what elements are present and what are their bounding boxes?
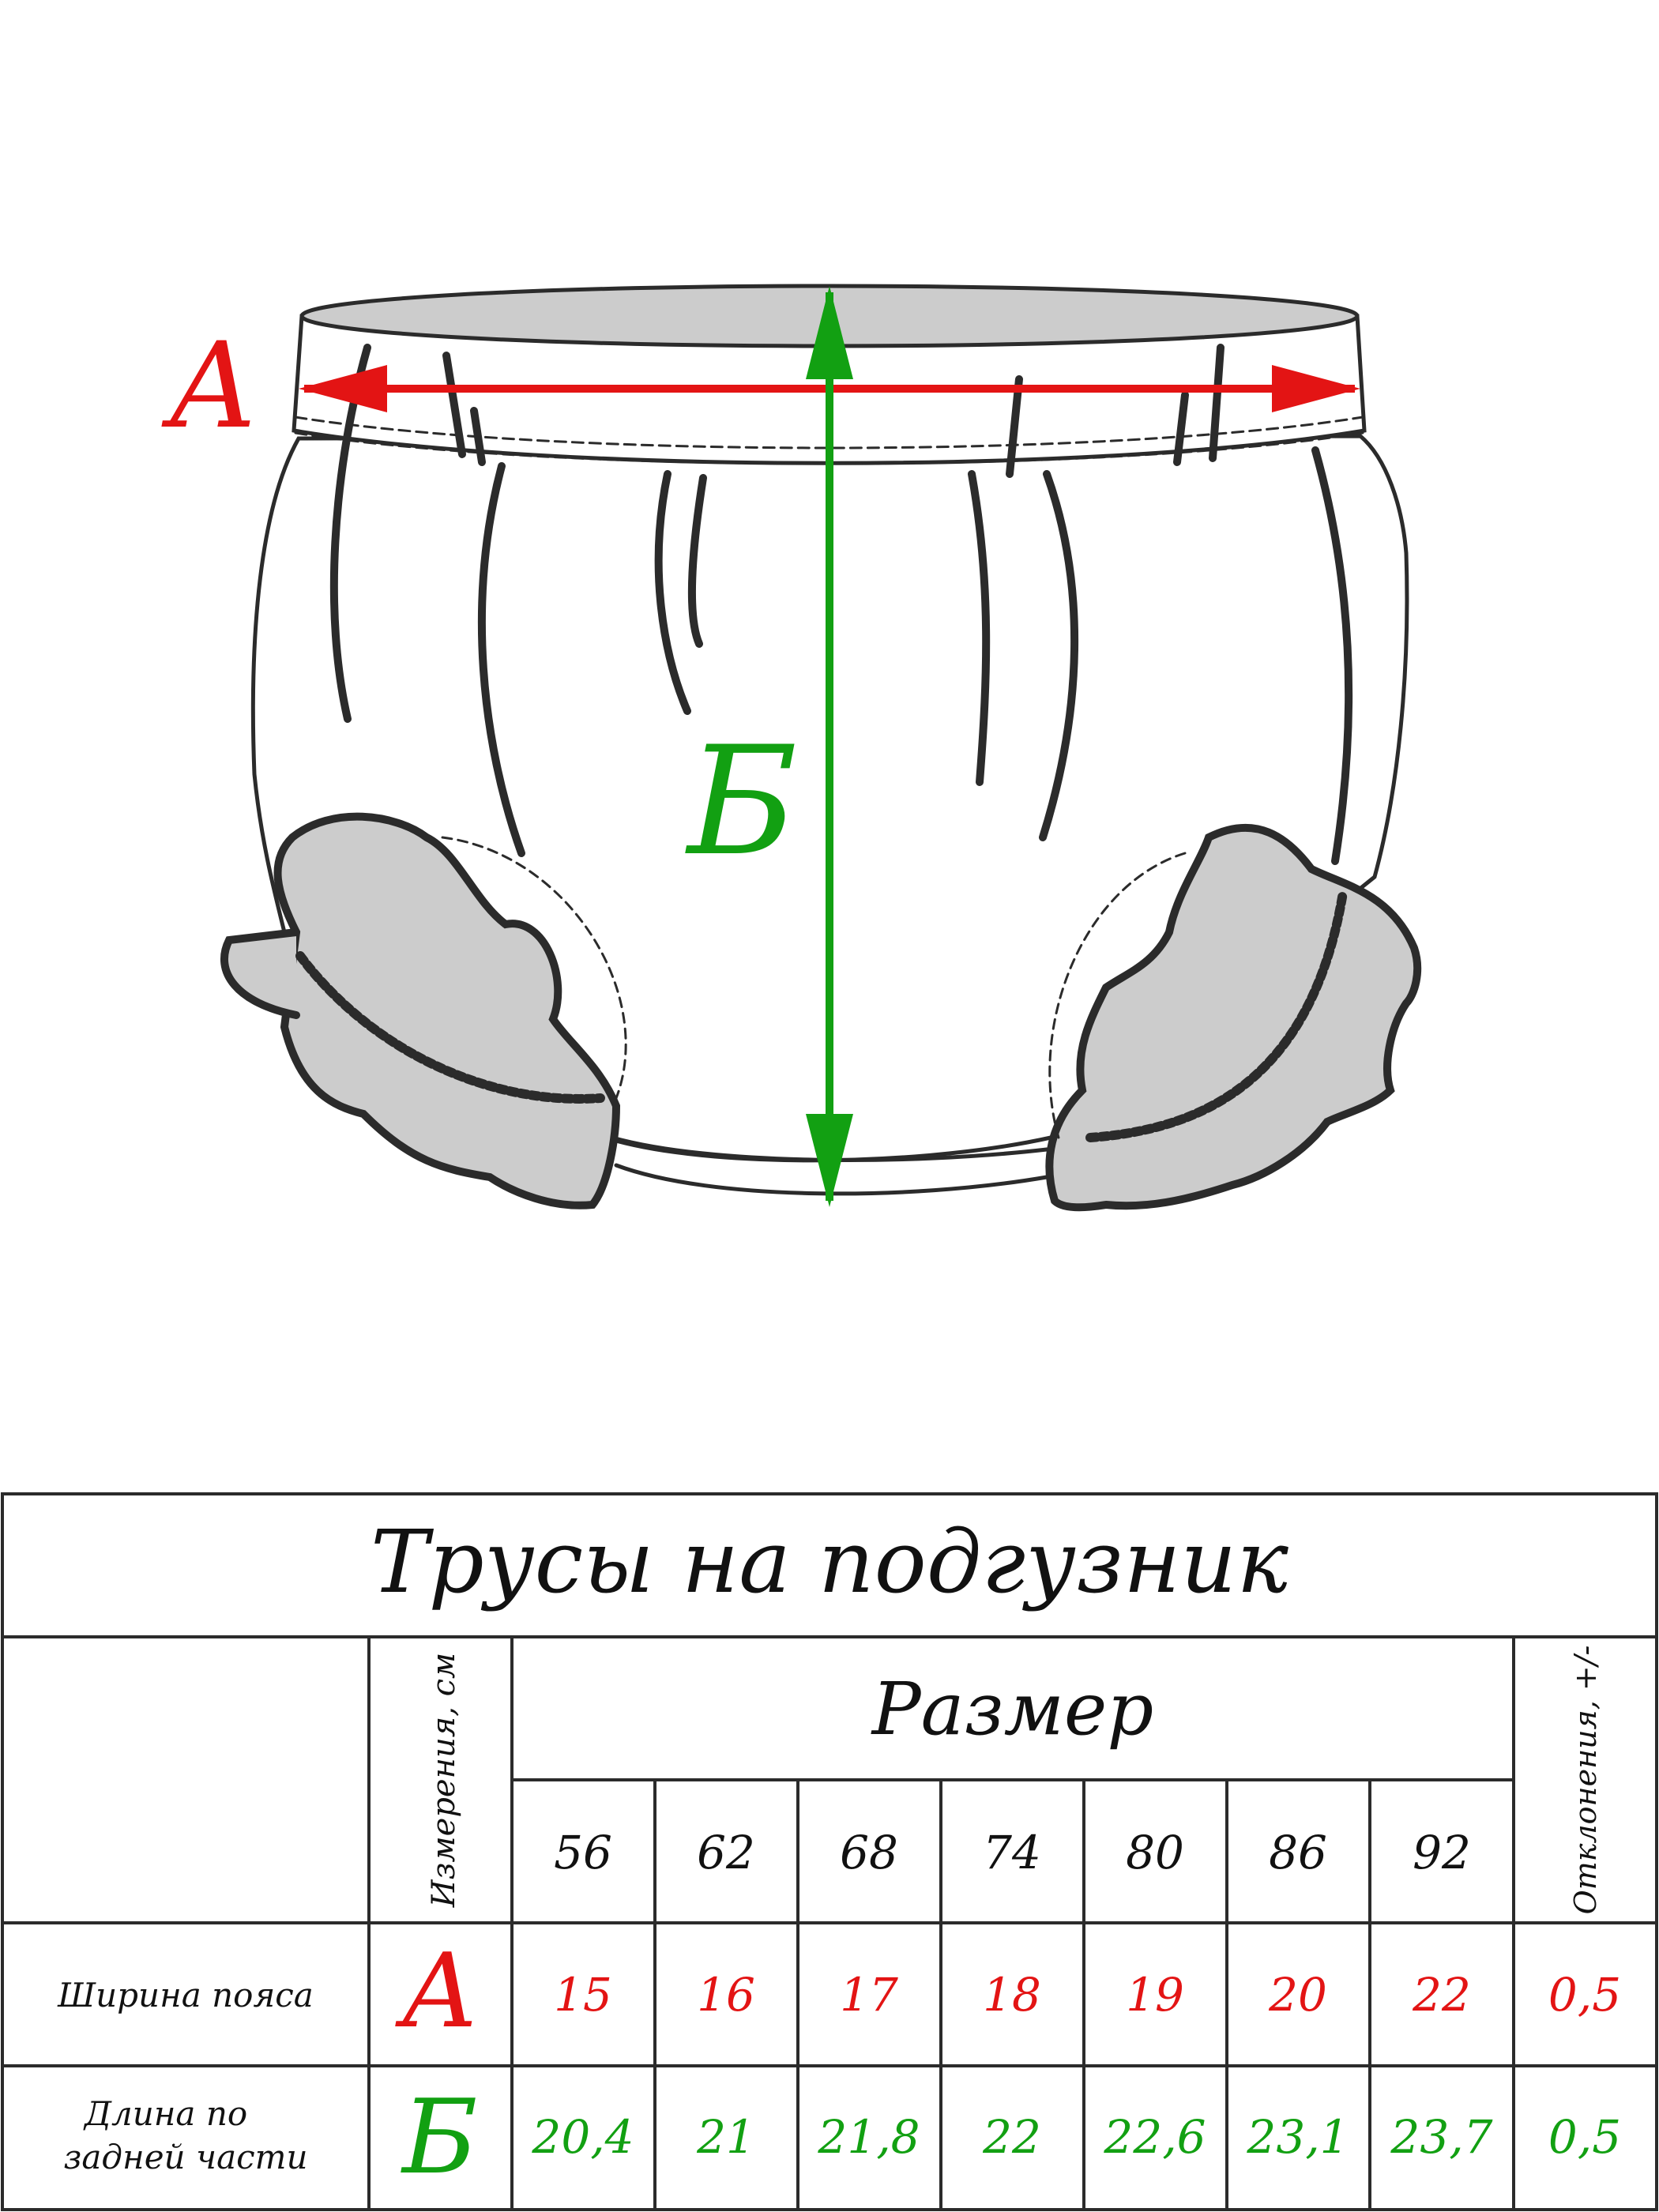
value-cell: 23,7	[1390, 2110, 1492, 2164]
size-cell: 68	[840, 1826, 898, 1879]
value-cell: 22,6	[1103, 2110, 1206, 2164]
label-b: Б	[685, 714, 798, 889]
size-cell: 62	[697, 1826, 755, 1879]
tolerance-cell: 0,5	[1548, 2110, 1621, 2164]
frill-left	[273, 812, 621, 1209]
frill-right-dashed	[1048, 852, 1187, 1139]
measurement-a: А	[161, 318, 1360, 455]
row-name: Ширина пояса	[57, 1976, 314, 2014]
size-cell: 80	[1126, 1826, 1184, 1879]
label-a: А	[161, 318, 258, 455]
measurements-header: Измерения, см	[426, 1653, 462, 1908]
size-table: Трусы на подгузник Измерения, см Размер …	[1, 1492, 1658, 2211]
table-row: Ширина пояса А 15 16 17 18 19 20 22 0,5	[57, 1931, 1621, 2051]
value-cell: 16	[697, 1968, 755, 2022]
tolerance-cell: 0,5	[1548, 1968, 1621, 2022]
arrow-a-left-head	[299, 365, 387, 412]
value-cell: 20	[1268, 1968, 1327, 2022]
row-name-line1: Длина по	[83, 2094, 247, 2133]
row-symbol: Б	[400, 2077, 478, 2197]
table-row: Длина по задней части Б 20,4 21 21,8 22 …	[63, 2077, 1621, 2197]
garment-illustration: А Б	[161, 284, 1422, 1212]
arrow-b-top-head	[806, 286, 853, 379]
value-cell: 19	[1126, 1968, 1184, 2022]
size-labels: 56 62 68 74 80 86 92	[554, 1826, 1471, 1879]
value-cell: 15	[554, 1968, 612, 2022]
crotch-band	[610, 1135, 1049, 1162]
stitch-line	[294, 431, 1364, 465]
measurement-b: Б	[685, 286, 853, 1207]
frill-right	[1045, 823, 1422, 1212]
value-cell: 17	[840, 1968, 898, 2022]
tolerance-header: Отклонения, +/-	[1568, 1646, 1603, 1915]
frill-left-elastic	[295, 951, 605, 1104]
stitch-line	[294, 416, 1364, 450]
size-cell: 92	[1413, 1826, 1471, 1879]
frill-right-elastic	[1085, 888, 1348, 1142]
table-title: Трусы на подгузник	[371, 1511, 1288, 1612]
value-cell: 23,1	[1246, 2110, 1349, 2164]
table-grid	[1, 1492, 1658, 2211]
arrow-b-bottom-head	[806, 1114, 853, 1207]
size-cell: 74	[983, 1826, 1041, 1879]
value-cell: 22	[982, 2110, 1041, 2164]
row-symbol: А	[395, 1931, 479, 2051]
size-cell: 86	[1269, 1826, 1327, 1879]
value-cell: 20,4	[531, 2110, 634, 2164]
value-cell: 18	[983, 1968, 1041, 2022]
diaper-pants-outline	[220, 284, 1422, 1212]
row-name-line2: задней части	[63, 2138, 307, 2176]
value-cell: 22	[1412, 1968, 1471, 2022]
size-cell: 56	[554, 1826, 612, 1879]
value-cell: 21,8	[817, 2110, 920, 2164]
size-header: Размер	[871, 1667, 1154, 1751]
frill-left-ear	[220, 928, 300, 1019]
frill-left-dashed	[441, 836, 627, 1100]
arrow-a-right-head	[1272, 365, 1360, 412]
value-cell: 21	[696, 2110, 755, 2164]
crotch-band-seam	[614, 1163, 1049, 1196]
